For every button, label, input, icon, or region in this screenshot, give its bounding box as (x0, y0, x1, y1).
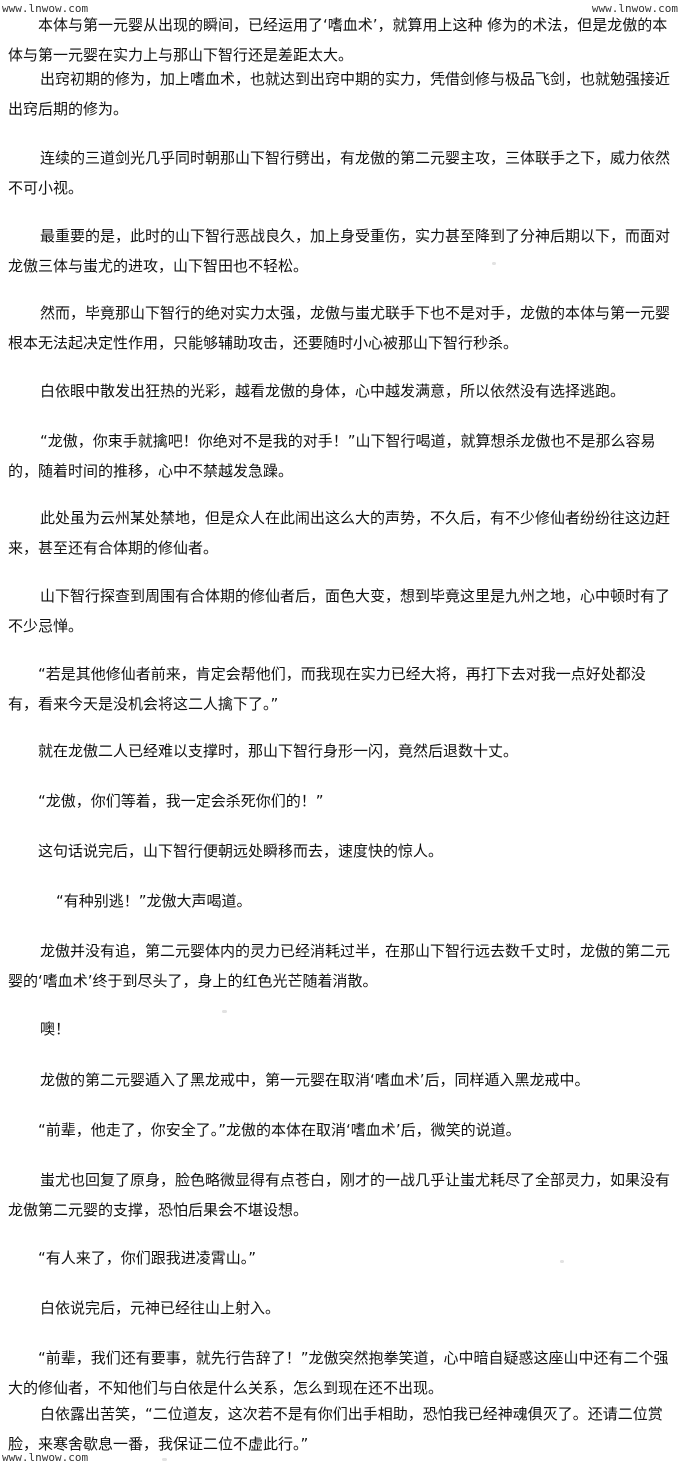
scan-speck (222, 1010, 227, 1013)
paragraph: 白依说完后，元神已经往山上射入。 (40, 1299, 281, 1317)
paragraph: 山下智行探查到周围有合体期的修仙者后，面色大变，想到毕竟这里是九州之地，心中顿时… (8, 587, 671, 635)
paragraph: 最重要的是，此时的山下智行恶战良久，加上身受重伤，实力甚至降到了分神后期以下，而… (8, 227, 671, 275)
paragraph: “龙傲，你们等着，我一定会杀死你们的！” (38, 792, 324, 810)
paragraph: 出窍初期的修为，加上嗜血术，也就达到出窍中期的实力，凭借剑修与极品飞剑，也就勉强… (8, 70, 671, 118)
paragraph: “前辈，我们还有要事，就先行告辞了！”龙傲突然抱拳笑道，心中暗自疑惑这座山中还有… (8, 1349, 669, 1397)
paragraph: “有人来了，你们跟我进凌霄山。” (38, 1249, 257, 1267)
paragraph: 白依眼中散发出狂热的光彩，越看龙傲的身体，心中越发满意，所以依然没有选择逃跑。 (40, 382, 626, 400)
scan-speck (492, 262, 496, 265)
paragraph: 龙傲并没有追，第二元婴体内的灵力已经消耗过半，在那山下智行远去数千丈时，龙傲的第… (8, 942, 671, 990)
paragraph: “前辈，他走了，你安全了。”龙傲的本体在取消‘嗜血术’后，微笑的说道。 (38, 1121, 521, 1139)
paragraph: “有种别逃！”龙傲大声喝道。 (56, 892, 252, 910)
paragraph: 然而，毕竟那山下智行的绝对实力太强，龙傲与蚩尤联手下也不是对手，龙傲的本体与第一… (8, 304, 671, 352)
paragraph: 噢！ (40, 1020, 71, 1038)
watermark-top-left: www.lnwow.com (2, 2, 89, 15)
paragraph: “龙傲，你束手就擒吧！你绝对不是我的对手！”山下智行喝道，就算想杀龙傲也不是那么… (8, 432, 656, 480)
scan-speck (560, 1260, 564, 1263)
scan-speck (596, 432, 600, 435)
paragraph: 蚩尤也回复了原身，脸色略微显得有点苍白，刚才的一战几乎让蚩尤耗尽了全部灵力，如果… (8, 1171, 671, 1219)
scan-speck (162, 1458, 167, 1461)
paragraph: 此处虽为云州某处禁地，但是众人在此闹出这么大的声势，不久后，有不少修仙者纷纷往这… (8, 509, 671, 557)
watermark-bottom-left: www.lnwow.com (2, 1451, 89, 1464)
paragraph: 就在龙傲二人已经难以支撑时，那山下智行身形一闪，竟然后退数十丈。 (38, 742, 519, 760)
paragraph: 龙傲的第二元婴遁入了黑龙戒中，第一元婴在取消‘嗜血术’后，同样遁入黑龙戒中。 (40, 1071, 590, 1089)
paragraph: 连续的三道剑光几乎同时朝那山下智行劈出，有龙傲的第二元婴主攻，三体联手之下，威力… (8, 149, 671, 197)
paragraph: 本体与第一元婴从出现的瞬间，已经运用了‘嗜血术’，就算用上这种 修为的术法，但是… (8, 16, 668, 64)
watermark-top-right: www.lnwow.com (591, 2, 678, 15)
paragraph: 这句话说完后，山下智行便朝远处瞬移而去，速度快的惊人。 (38, 842, 444, 860)
paragraph: 白依露出苦笑，“二位道友，这次若不是有你们出手相助，恐怕我已经神魂俱灭了。还请二… (8, 1405, 663, 1453)
paragraph: “若是其他修仙者前来，肯定会帮他们，而我现在实力已经大将，再打下去对我一点好处都… (8, 665, 646, 713)
